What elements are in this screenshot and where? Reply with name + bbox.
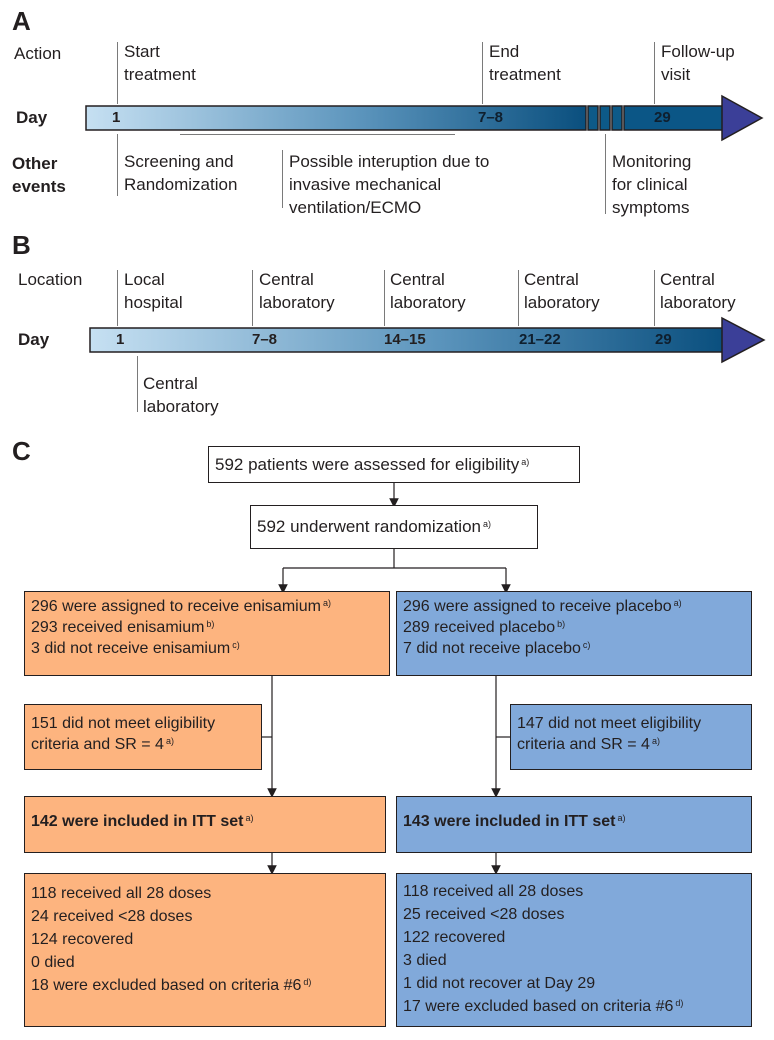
action-tick-1	[117, 42, 118, 104]
timeline-b-arrowhead	[721, 316, 766, 364]
enisamium-outcomes-box: 118 received all 28 doses 24 received <2…	[24, 873, 386, 1027]
day-a-1: 1	[112, 109, 121, 126]
day-b-29: 29	[655, 331, 672, 348]
day-b-14-15: 14–15	[384, 331, 426, 348]
location-tick-1	[117, 270, 118, 326]
location-below-tick	[137, 356, 138, 412]
location-tick-3	[384, 270, 385, 326]
location-tick-5	[654, 270, 655, 326]
day-b-21-22: 21–22	[519, 331, 561, 348]
enisamium-excluded-box: 151 did not meet eligibility criteria an…	[24, 704, 262, 770]
row-label-day-b: Day	[18, 330, 50, 349]
day-a-29: 29	[654, 109, 671, 126]
location-tick-4	[518, 270, 519, 326]
panel-b-label: B	[12, 230, 31, 260]
placebo-excluded-box: 147 did not meet eligibility criteria an…	[510, 704, 752, 770]
timeline-b	[89, 316, 766, 364]
assessed-box: 592 patients were assessed for eligibili…	[208, 446, 580, 483]
panel-a-label: A	[12, 6, 31, 36]
event-tick-3	[605, 134, 606, 214]
row-label-location: Location	[18, 270, 83, 289]
flow-connectors	[262, 483, 511, 875]
timeline-a-arrowhead	[721, 94, 764, 142]
day-b-1: 1	[116, 331, 125, 348]
action-tick-2	[482, 42, 483, 104]
interruption-range-line	[180, 134, 455, 135]
row-label-day-a: Day	[16, 108, 48, 127]
panel-c-label: C	[12, 436, 31, 466]
row-label-action: Action	[14, 44, 62, 63]
day-b-7-8: 7–8	[252, 331, 278, 348]
event-tick-1	[117, 134, 118, 196]
placebo-outcomes-box: 118 received all 28 doses 25 received <2…	[396, 873, 752, 1027]
row-label-other-events: Other events	[12, 154, 66, 196]
action-tick-3	[654, 42, 655, 104]
location-tick-2	[252, 270, 253, 326]
timeline-a	[85, 94, 764, 142]
event-tick-2	[282, 150, 283, 208]
day-a-7-8: 7–8	[478, 109, 504, 126]
